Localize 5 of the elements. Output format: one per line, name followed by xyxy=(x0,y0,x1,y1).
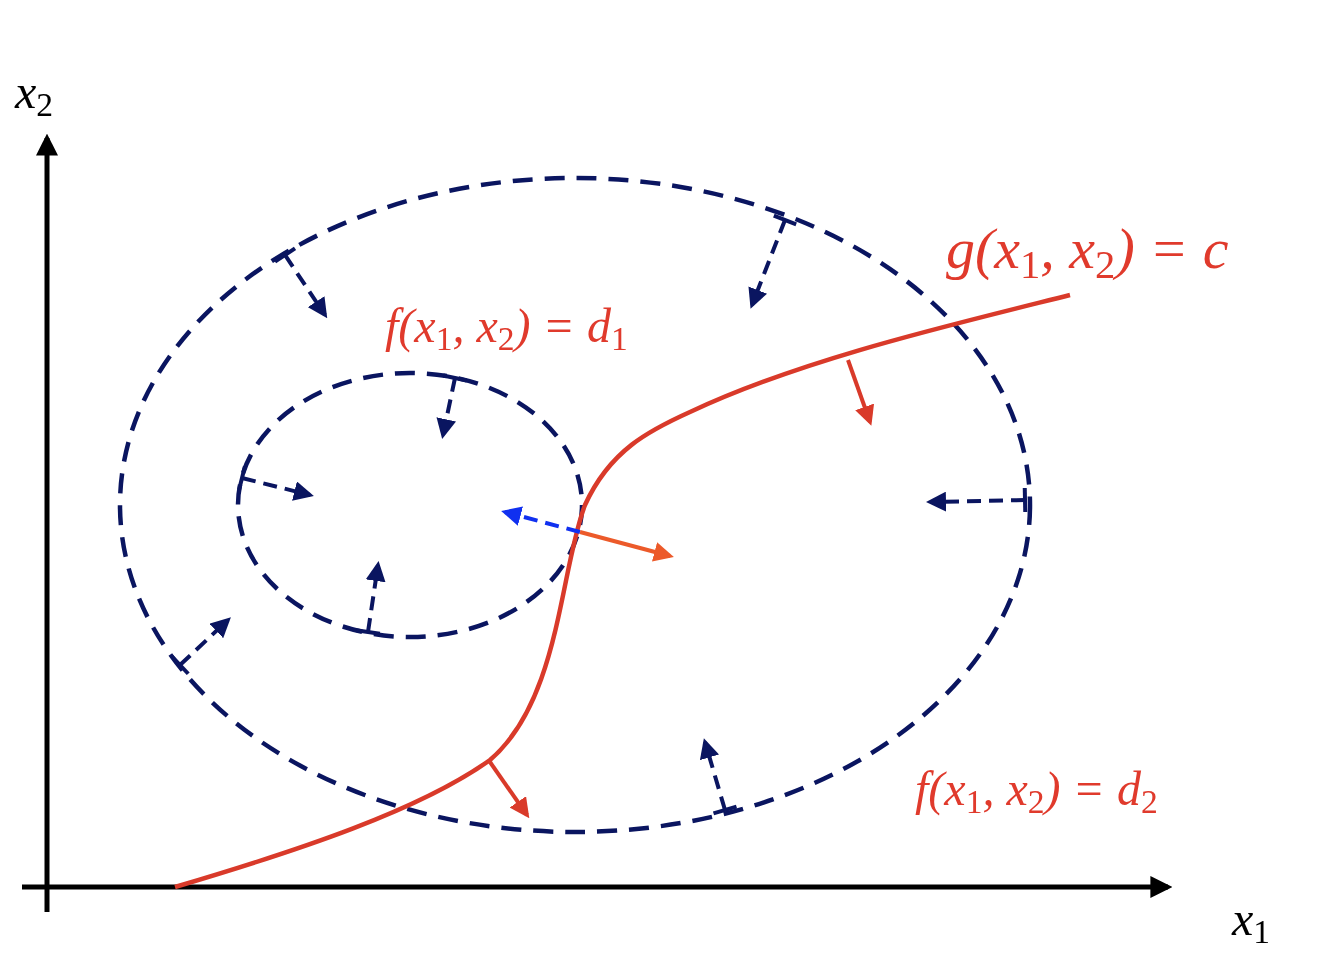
curve-label: f(x$_{1}$, x$_{2}$) = d$_{1}$ xyxy=(385,302,628,356)
axis-label: x$_{2}$ xyxy=(15,68,54,122)
curve-label: g(x$_{1}$, x$_{2}$) = c xyxy=(946,220,1229,286)
curve-label: f(x$_{1}$, x$_{2}$) = d$_{2}$ xyxy=(915,765,1158,819)
axis-label: x$_{1}$ xyxy=(1232,895,1271,949)
